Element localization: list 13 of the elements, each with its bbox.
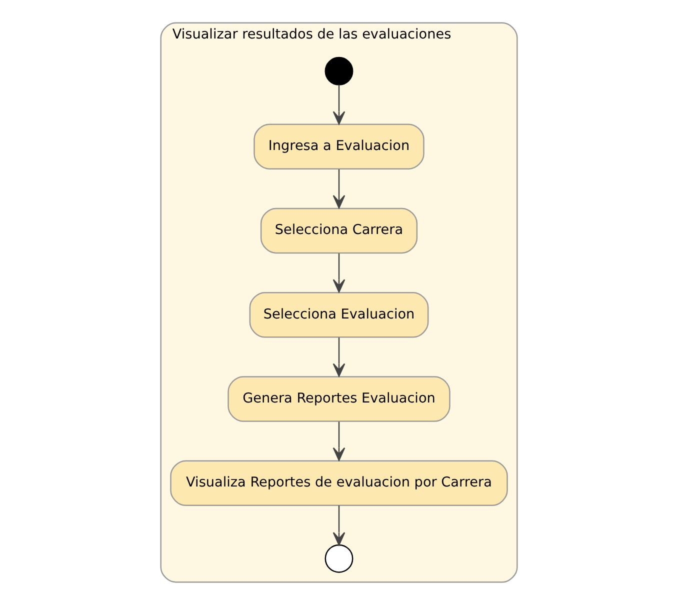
node-box: Selecciona Evaluacion: [249, 292, 429, 338]
node-circle: [324, 544, 354, 573]
node-box: Visualiza Reportes de evaluacion por Carrera: [170, 460, 508, 506]
node-box: Selecciona Carrera: [260, 208, 418, 254]
arrow: [332, 84, 346, 125]
node-dot: [324, 56, 354, 86]
arrow: [332, 505, 346, 546]
node-box: Genera Reportes Evaluacion: [228, 376, 450, 422]
arrow: [332, 253, 346, 293]
node-box: Ingresa a Evaluacion: [254, 124, 424, 170]
arrow: [332, 169, 346, 209]
arrow: [332, 422, 346, 461]
arrow: [332, 338, 346, 377]
